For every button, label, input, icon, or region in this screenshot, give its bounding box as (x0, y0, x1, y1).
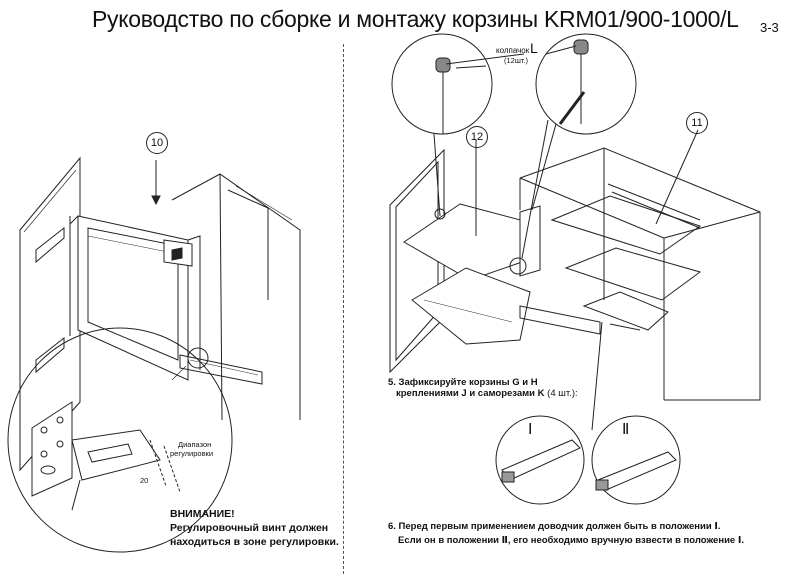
step5-line-2-main: креплениями J и саморезами K (396, 388, 545, 399)
callout-11: 11 (686, 112, 708, 134)
step5-line-2-qty: (4 шт.): (547, 388, 578, 399)
warning-line-1: Регулировочный винт должен (170, 522, 329, 534)
range-label-line2: регулировки (170, 449, 214, 458)
callout-12: 12 (466, 126, 488, 148)
page-title: Руководство по сборке и монтажу корзины … (92, 6, 739, 32)
range-label-line1: Диапазон (178, 440, 212, 449)
left-cabinet-illustration (7, 156, 301, 553)
right-cabinet-illustration (389, 33, 761, 505)
page-number: 3-3 (760, 20, 779, 35)
cap-quantity: (12шт.) (504, 56, 529, 65)
step5-line-1: 5. Зафиксируйте корзины G и H (388, 377, 538, 388)
warning-line-2: находиться в зоне регулировки. (170, 536, 339, 548)
callout-11-label: 11 (691, 117, 703, 129)
callout-10: 10 (146, 132, 168, 154)
step6-line-2: Если он в положении Ⅱ, его необходимо вр… (398, 535, 745, 546)
cap-letter: L (530, 40, 538, 56)
position-2-label: Ⅱ (622, 421, 630, 438)
dimension-value: 20 (140, 476, 149, 485)
step6-line-1: 6. Перед первым применением доводчик дол… (388, 521, 721, 532)
cap-label: колпачок (496, 46, 530, 55)
step5-line-2: креплениями J и саморезами K (4 шт.): (396, 387, 578, 400)
callout-10-label: 10 (150, 137, 164, 149)
callout-12-label: 12 (470, 131, 484, 143)
warning-title: ВНИМАНИЕ! (170, 508, 235, 520)
page-divider (343, 44, 344, 574)
position-1-label: Ⅰ (528, 421, 533, 438)
